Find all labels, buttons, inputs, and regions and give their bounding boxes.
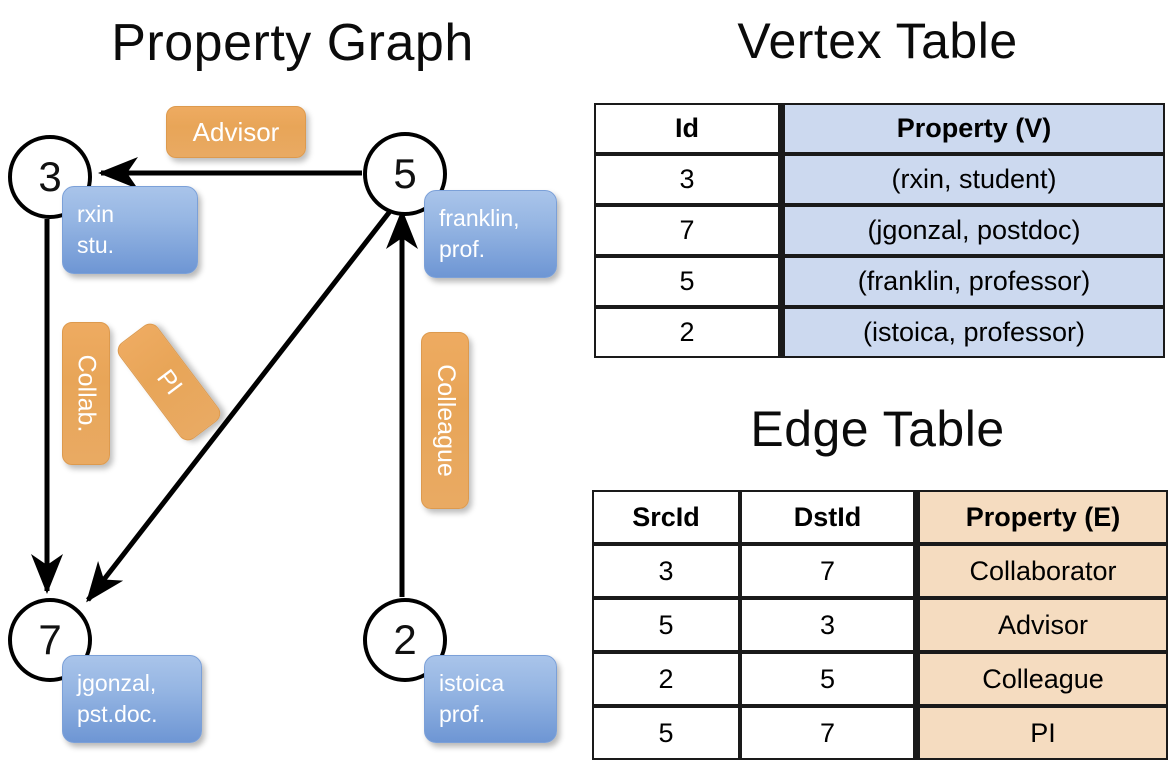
table-row: 5 3 Advisor [592,598,1168,652]
vertex-table-cell-id: 3 [594,154,780,205]
vertex-table-header-row: Id Property (V) [594,103,1165,154]
edge-table-header-dstid: DstId [740,490,915,544]
graph-node-7-label: 7 [38,616,62,663]
vertex-table-header-property: Property (V) [780,103,1165,154]
vertex-table-cell-id: 5 [594,256,780,307]
edge-table-cell-property: Collaborator [915,544,1168,598]
vertex-table-cell-property: (istoica, professor) [780,307,1165,358]
graph-node-2[interactable]: 2 [363,598,447,682]
table-row: 3 (rxin, student) [594,154,1165,205]
table-row: 2 (istoica, professor) [594,307,1165,358]
edge-label-pi-text: PI [151,363,188,400]
edge-table-cell-property: PI [915,706,1168,760]
vertex-table-cell-id: 7 [594,205,780,256]
edge-table-header-property: Property (E) [915,490,1168,544]
vertex-table-header-id: Id [594,103,780,154]
graph-edge-5-to-7-pi [86,208,393,603]
edge-table-cell-dstid: 5 [740,652,915,706]
edge-label-collab-text: Collab. [72,354,101,433]
graph-node-5-label: 5 [393,150,417,197]
edge-label-collab: Collab. [62,322,110,465]
edge-table-cell-srcid: 5 [592,598,740,652]
graph-node-3-label: 3 [38,153,62,200]
edge-table-cell-property: Colleague [915,652,1168,706]
edge-table-header-srcid: SrcId [592,490,740,544]
edge-table-cell-property: Advisor [915,598,1168,652]
edge-table: SrcId DstId Property (E) 3 7 Collaborato… [592,490,1168,760]
vertex-table-cell-id: 2 [594,307,780,358]
edge-table-cell-srcid: 5 [592,706,740,760]
vertex-table: Id Property (V) 3 (rxin, student) 7 (jgo… [594,103,1165,358]
table-row: 2 5 Colleague [592,652,1168,706]
vertex-property-box-3: rxin stu. [62,186,198,274]
graph-edges-layer [31,157,418,603]
edge-label-colleague: Colleague [421,332,469,509]
edge-table-cell-dstid: 3 [740,598,915,652]
vertex-table-cell-property: (jgonzal, postdoc) [780,205,1165,256]
table-row: 5 7 PI [592,706,1168,760]
table-row: 3 7 Collaborator [592,544,1168,598]
graph-node-5[interactable]: 5 [363,132,447,216]
edge-table-cell-srcid: 2 [592,652,740,706]
edge-table-cell-dstid: 7 [740,706,915,760]
vertex-property-box-7: jgonzal, pst.doc. [62,655,202,743]
graph-node-2-label: 2 [393,616,417,663]
edge-table-cell-srcid: 3 [592,544,740,598]
page-title-edge-table: Edge Table [750,401,1005,457]
edge-label-advisor-text: Advisor [192,116,280,147]
edge-table-cell-dstid: 7 [740,544,915,598]
edge-table-header-row: SrcId DstId Property (E) [592,490,1168,544]
property-graph-diagram: 3 5 7 2 rxin stu. franklin, prof. jgonza… [8,106,557,743]
page-title-vertex-table: Vertex Table [737,13,1018,69]
vertex-table-cell-property: (rxin, student) [780,154,1165,205]
table-row: 7 (jgonzal, postdoc) [594,205,1165,256]
vertex-property-box-5: franklin, prof. [424,190,557,278]
page-title-property-graph: Property Graph [111,14,474,72]
vertex-property-box-2: istoica prof. [424,655,557,743]
vertex-table-cell-property: (franklin, professor) [780,256,1165,307]
table-row: 5 (franklin, professor) [594,256,1165,307]
edge-label-colleague-text: Colleague [431,364,460,477]
edge-label-advisor: Advisor [166,106,306,158]
